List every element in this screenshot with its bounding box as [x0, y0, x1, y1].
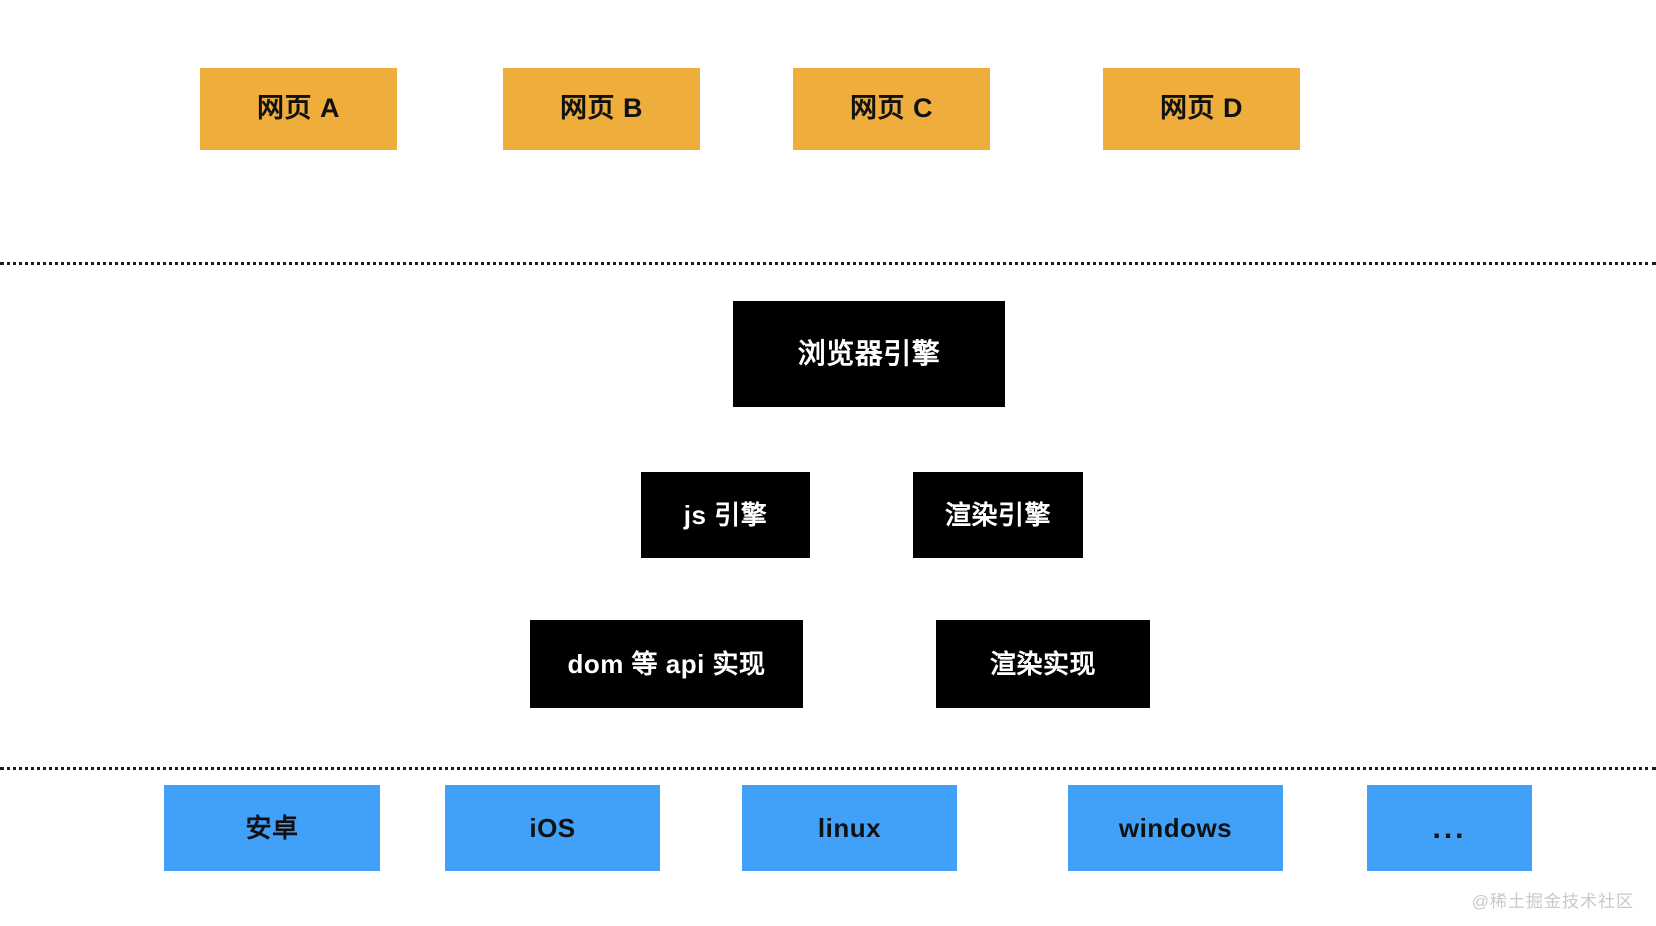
- node-label: 渲染引擎: [944, 499, 1051, 530]
- node-render-engine: 渲染引擎: [913, 472, 1083, 558]
- divider-engine-os: [0, 767, 1656, 770]
- node-os-linux: linux: [742, 785, 957, 871]
- node-label: 网页 C: [850, 93, 933, 124]
- node-label: iOS: [529, 812, 576, 843]
- node-os-windows: windows: [1068, 785, 1283, 871]
- node-web-page-c: 网页 C: [793, 68, 990, 150]
- node-label: js 引擎: [683, 499, 768, 530]
- node-label: linux: [817, 812, 882, 843]
- node-os-android: 安卓: [164, 785, 380, 871]
- node-label: 渲染实现: [989, 648, 1096, 679]
- node-web-page-a: 网页 A: [200, 68, 397, 150]
- node-dom-api-implementation: dom 等 api 实现: [530, 620, 803, 708]
- node-label: ...: [1432, 811, 1467, 845]
- node-web-page-b: 网页 B: [503, 68, 700, 150]
- node-os-ios: iOS: [445, 785, 660, 871]
- node-web-page-d: 网页 D: [1103, 68, 1300, 150]
- watermark: @稀土掘金技术社区: [1471, 892, 1634, 911]
- node-js-engine: js 引擎: [641, 472, 810, 558]
- node-browser-engine: 浏览器引擎: [733, 301, 1005, 407]
- node-label: dom 等 api 实现: [567, 648, 766, 679]
- node-label: 网页 A: [257, 93, 340, 124]
- node-label: windows: [1118, 812, 1233, 843]
- node-os-more: ...: [1367, 785, 1532, 871]
- node-label: 安卓: [245, 812, 299, 843]
- node-label: 网页 D: [1160, 93, 1243, 124]
- node-render-implementation: 渲染实现: [936, 620, 1150, 708]
- divider-pages-engine: [0, 262, 1656, 265]
- node-label: 网页 B: [560, 93, 643, 124]
- node-label: 浏览器引擎: [797, 337, 941, 369]
